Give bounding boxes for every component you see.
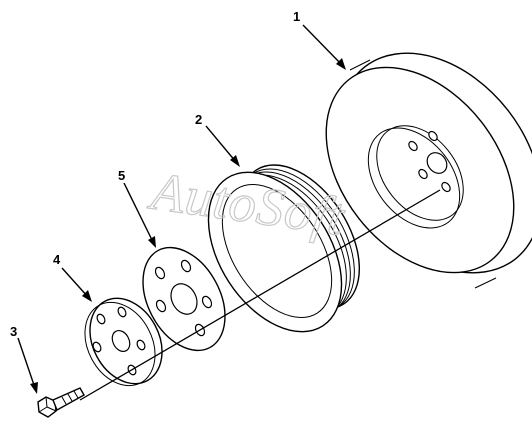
callout-2: 2 — [195, 112, 202, 127]
part-3-bolt — [37, 387, 85, 418]
part-2-grooved-pulley — [207, 164, 361, 333]
callout-5: 5 — [118, 168, 125, 183]
callout-3: 3 — [10, 324, 17, 339]
part-1-pulley — [325, 52, 532, 289]
callout-leaders — [17, 24, 346, 394]
assembly-axis-line — [79, 189, 441, 401]
part-5-hub-washer — [142, 246, 226, 352]
callout-1: 1 — [293, 9, 300, 24]
callout-4: 4 — [53, 252, 61, 267]
